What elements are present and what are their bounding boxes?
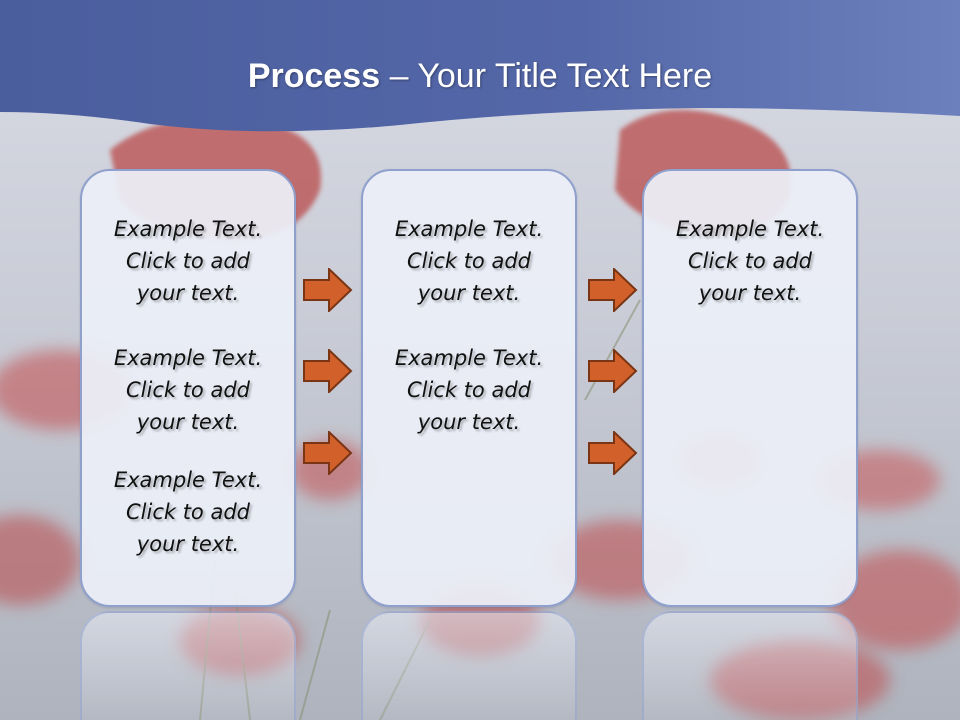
right-arrow-icon[interactable] — [303, 349, 353, 393]
process-panel-2[interactable]: Example Text. Click to add your text. Ex… — [361, 169, 577, 607]
right-arrow-icon[interactable] — [303, 268, 353, 312]
slide-title[interactable]: Process – Your Title Text Here — [0, 52, 960, 100]
title-rest: – Your Title Text Here — [389, 57, 713, 95]
text-block[interactable]: Example Text. Click to add your text. — [82, 213, 294, 309]
text-line: your text. — [136, 281, 240, 305]
process-panel-3[interactable]: Example Text. Click to add your text. — [642, 169, 858, 607]
text-block[interactable]: Example Text. Click to add your text. — [82, 464, 294, 560]
text-line: your text. — [698, 281, 802, 305]
text-line: Click to add — [125, 500, 250, 524]
title-bold: Process — [247, 57, 381, 95]
text-line: Example Text. — [675, 217, 825, 241]
text-block[interactable]: Example Text. Click to add your text. — [363, 342, 575, 438]
text-line: Example Text. — [113, 346, 263, 370]
text-line: Click to add — [406, 378, 531, 402]
text-line: Click to add — [125, 378, 250, 402]
process-panel-1[interactable]: Example Text. Click to add your text. Ex… — [80, 169, 296, 607]
text-line: your text. — [417, 410, 521, 434]
right-arrow-icon[interactable] — [588, 431, 638, 475]
text-line: your text. — [136, 532, 240, 556]
text-line: Click to add — [406, 249, 531, 273]
text-line: Example Text. — [113, 217, 263, 241]
right-arrow-icon[interactable] — [588, 349, 638, 393]
right-arrow-icon[interactable] — [588, 268, 638, 312]
text-block[interactable]: Example Text. Click to add your text. — [644, 213, 856, 309]
panel-reflection — [642, 611, 858, 720]
panel-reflection — [361, 611, 577, 720]
text-line: your text. — [417, 281, 521, 305]
text-line: Example Text. — [113, 468, 263, 492]
right-arrow-icon[interactable] — [303, 431, 353, 475]
text-block[interactable]: Example Text. Click to add your text. — [82, 342, 294, 438]
panel-reflection — [80, 611, 296, 720]
text-block[interactable]: Example Text. Click to add your text. — [363, 213, 575, 309]
text-line: Click to add — [125, 249, 250, 273]
text-line: Click to add — [687, 249, 812, 273]
text-line: your text. — [136, 410, 240, 434]
text-line: Example Text. — [394, 346, 544, 370]
text-line: Example Text. — [394, 217, 544, 241]
